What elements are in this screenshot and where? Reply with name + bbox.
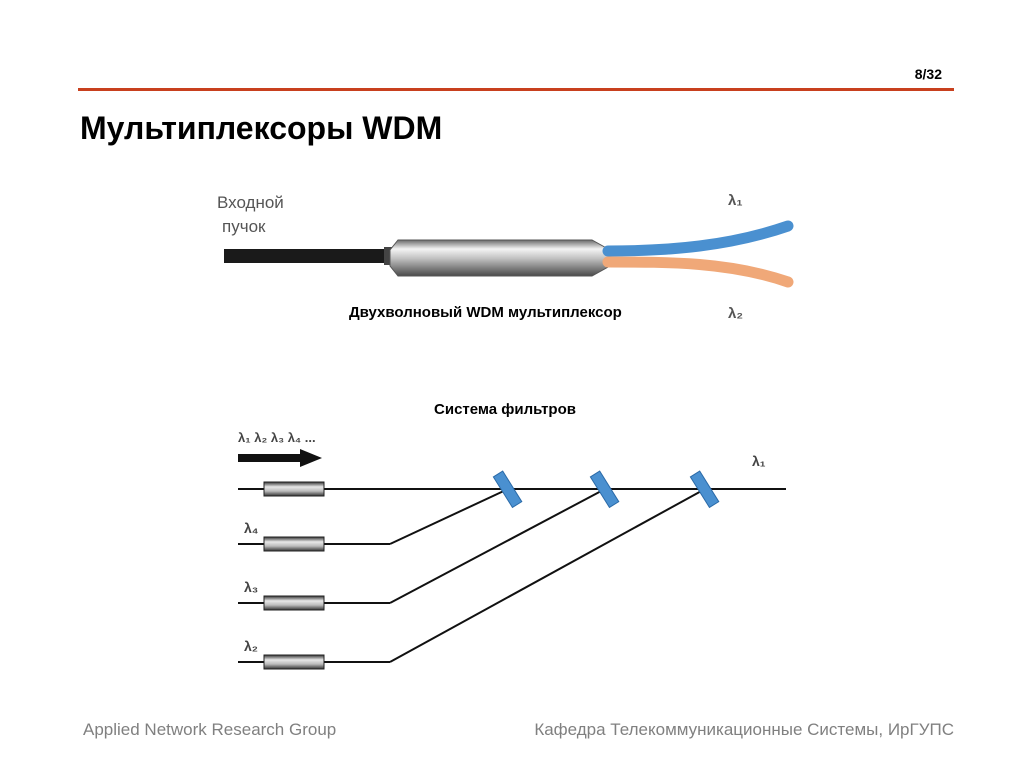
header-rule (78, 88, 954, 91)
slide-title: Мультиплексоры WDM (80, 110, 443, 146)
input-beam-label-line2: пучок (222, 217, 266, 236)
input-fiber (224, 249, 390, 263)
lambda1-output-label: λ₁ (728, 192, 743, 209)
footer-organization: Applied Network Research Group (83, 720, 337, 739)
filter-element-1 (492, 470, 523, 509)
branch-label-lambda2: λ₂ (244, 638, 258, 654)
filter-system-title: Система фильтров (434, 401, 576, 418)
input-beam-label-line1: Входной (217, 193, 284, 212)
footer-department: Кафедра Телекоммуникационные Системы, Ир… (534, 720, 954, 739)
branch-diagonal-lambda3 (389, 488, 606, 604)
ferrule-lambda3 (263, 595, 325, 611)
lambda2-output-label: λ₂ (728, 305, 743, 322)
output-fiber-lambda1 (602, 220, 794, 257)
input-direction-arrow (238, 449, 322, 467)
lambda1-main-output-label: λ₁ (752, 453, 766, 469)
filter-system-diagram: Система фильтров λ₁ λ₂ λ₃ λ₄ ... λ₁ λ₄ λ… (238, 401, 786, 670)
branch-diagonal-lambda2 (389, 488, 706, 663)
output-fiber-lambda2 (602, 256, 794, 288)
input-wavelengths-label: λ₁ λ₂ λ₃ λ₄ ... (238, 430, 316, 445)
filter-element-3 (689, 470, 720, 509)
branch-diagonal-lambda4 (389, 488, 509, 545)
coupler-body (389, 239, 611, 277)
filter-element-2 (589, 470, 620, 509)
mux-caption: Двухволновый WDM мультиплексор (349, 304, 622, 321)
branch-label-lambda3: λ₃ (244, 579, 258, 595)
ferrule-lambda2 (263, 654, 325, 670)
branch-label-lambda4: λ₄ (244, 520, 258, 536)
wdm-mux-diagram: Входной пучок λ₁ λ₂ Двухволновый WDM мул… (217, 192, 794, 322)
ferrule-main (263, 481, 325, 497)
ferrule-lambda4 (263, 536, 325, 552)
page-number: 8/32 (914, 66, 942, 82)
